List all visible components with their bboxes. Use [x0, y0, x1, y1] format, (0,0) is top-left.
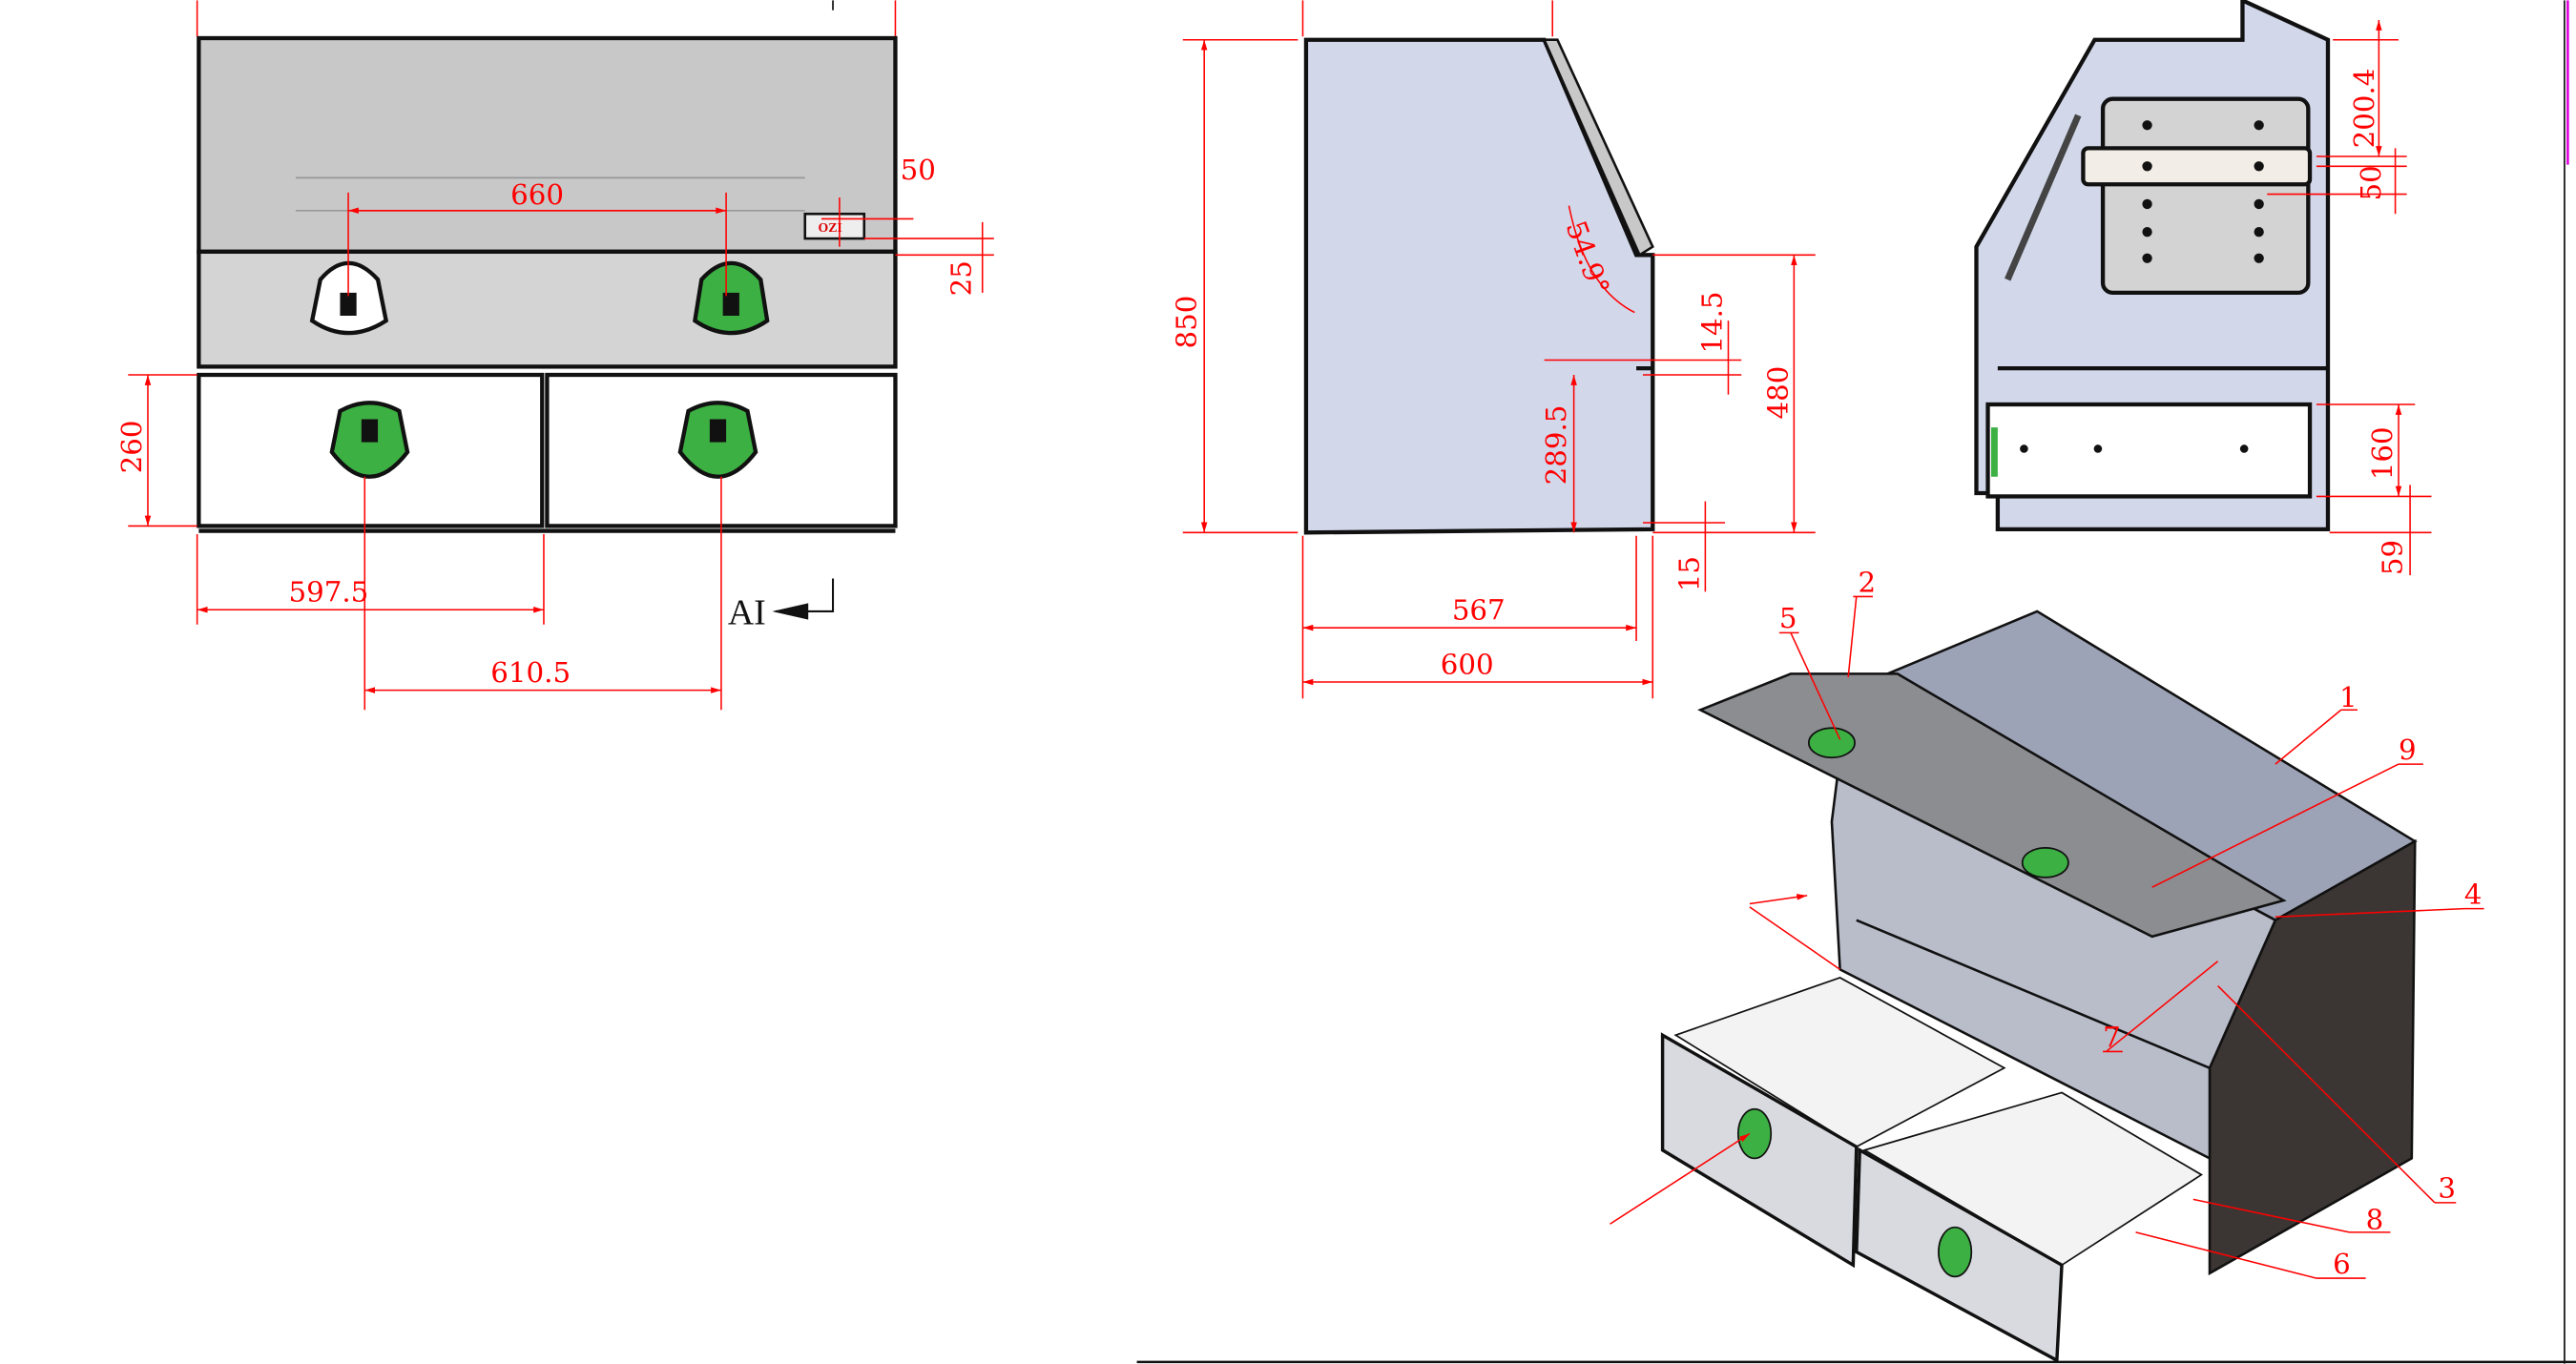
balloon-8: 8 [2366, 1203, 2384, 1235]
drawer-handle-left[interactable] [329, 401, 410, 479]
dim-drawer-height: 260 [115, 420, 148, 473]
dim-upper-height: 480 [1761, 366, 1794, 420]
dim-drawer-handle-spacing: 610.5 [490, 656, 571, 689]
oz-badge: OZI [803, 212, 866, 240]
dim-lower-height: 289.5 [1540, 405, 1572, 486]
balloon-7: 7 [2103, 1021, 2121, 1053]
section-marker: AI [728, 578, 835, 633]
isometric-view: 1 2 3 4 5 6 7 8 9 [1610, 566, 2484, 1363]
dim-handle-spacing: 660 [510, 178, 564, 211]
gas-strut [2005, 114, 2082, 281]
balloon-3: 3 [2438, 1172, 2456, 1205]
side-view: 850 54.9° 480 14.5 289.5 15 567 600 [1171, 0, 1816, 699]
dim-body-depth: 567 [1452, 594, 1506, 627]
balloon-1: 1 [2339, 681, 2358, 713]
section-view: 200.4 50 160 59 [1974, 0, 2569, 1364]
front-panel [197, 249, 898, 369]
dim-total-height: 850 [1171, 296, 1203, 349]
balloon-5: 5 [1779, 602, 1797, 634]
rail-bar [2081, 146, 2313, 187]
svg-text:AI: AI [728, 593, 766, 633]
balloon-6: 6 [2333, 1248, 2351, 1280]
lid-panel [197, 35, 898, 255]
storage-rack [2100, 96, 2311, 296]
iso-left-drawer-inner [1673, 977, 2006, 1148]
dim-drawer-width: 597.5 [288, 576, 368, 609]
dim-badge-height: 25 [945, 260, 978, 296]
dim-section-drawer: 160 [2366, 426, 2399, 480]
dim-total-depth: 600 [1441, 648, 1494, 680]
dim-gap: 14.5 [1696, 291, 1729, 353]
front-view: OZI 660 50 25 260 [115, 0, 994, 711]
section-drawer [1985, 402, 2313, 499]
dim-badge-offset: 50 [901, 154, 936, 186]
balloon-9: 9 [2399, 734, 2417, 766]
dim-base: 15 [1672, 556, 1705, 591]
dim-section-rail: 50 [2355, 165, 2387, 200]
balloon-4: 4 [2464, 878, 2483, 910]
dim-section-top: 200.4 [2348, 69, 2380, 149]
dim-section-bottom: 59 [2376, 540, 2408, 575]
svg-text:OZI: OZI [819, 220, 842, 235]
t-handle-lock-green[interactable] [693, 260, 770, 336]
t-handle-lock-white[interactable] [309, 260, 389, 336]
drawer-handle-right[interactable] [677, 401, 758, 479]
balloon-2: 2 [1859, 566, 1877, 598]
